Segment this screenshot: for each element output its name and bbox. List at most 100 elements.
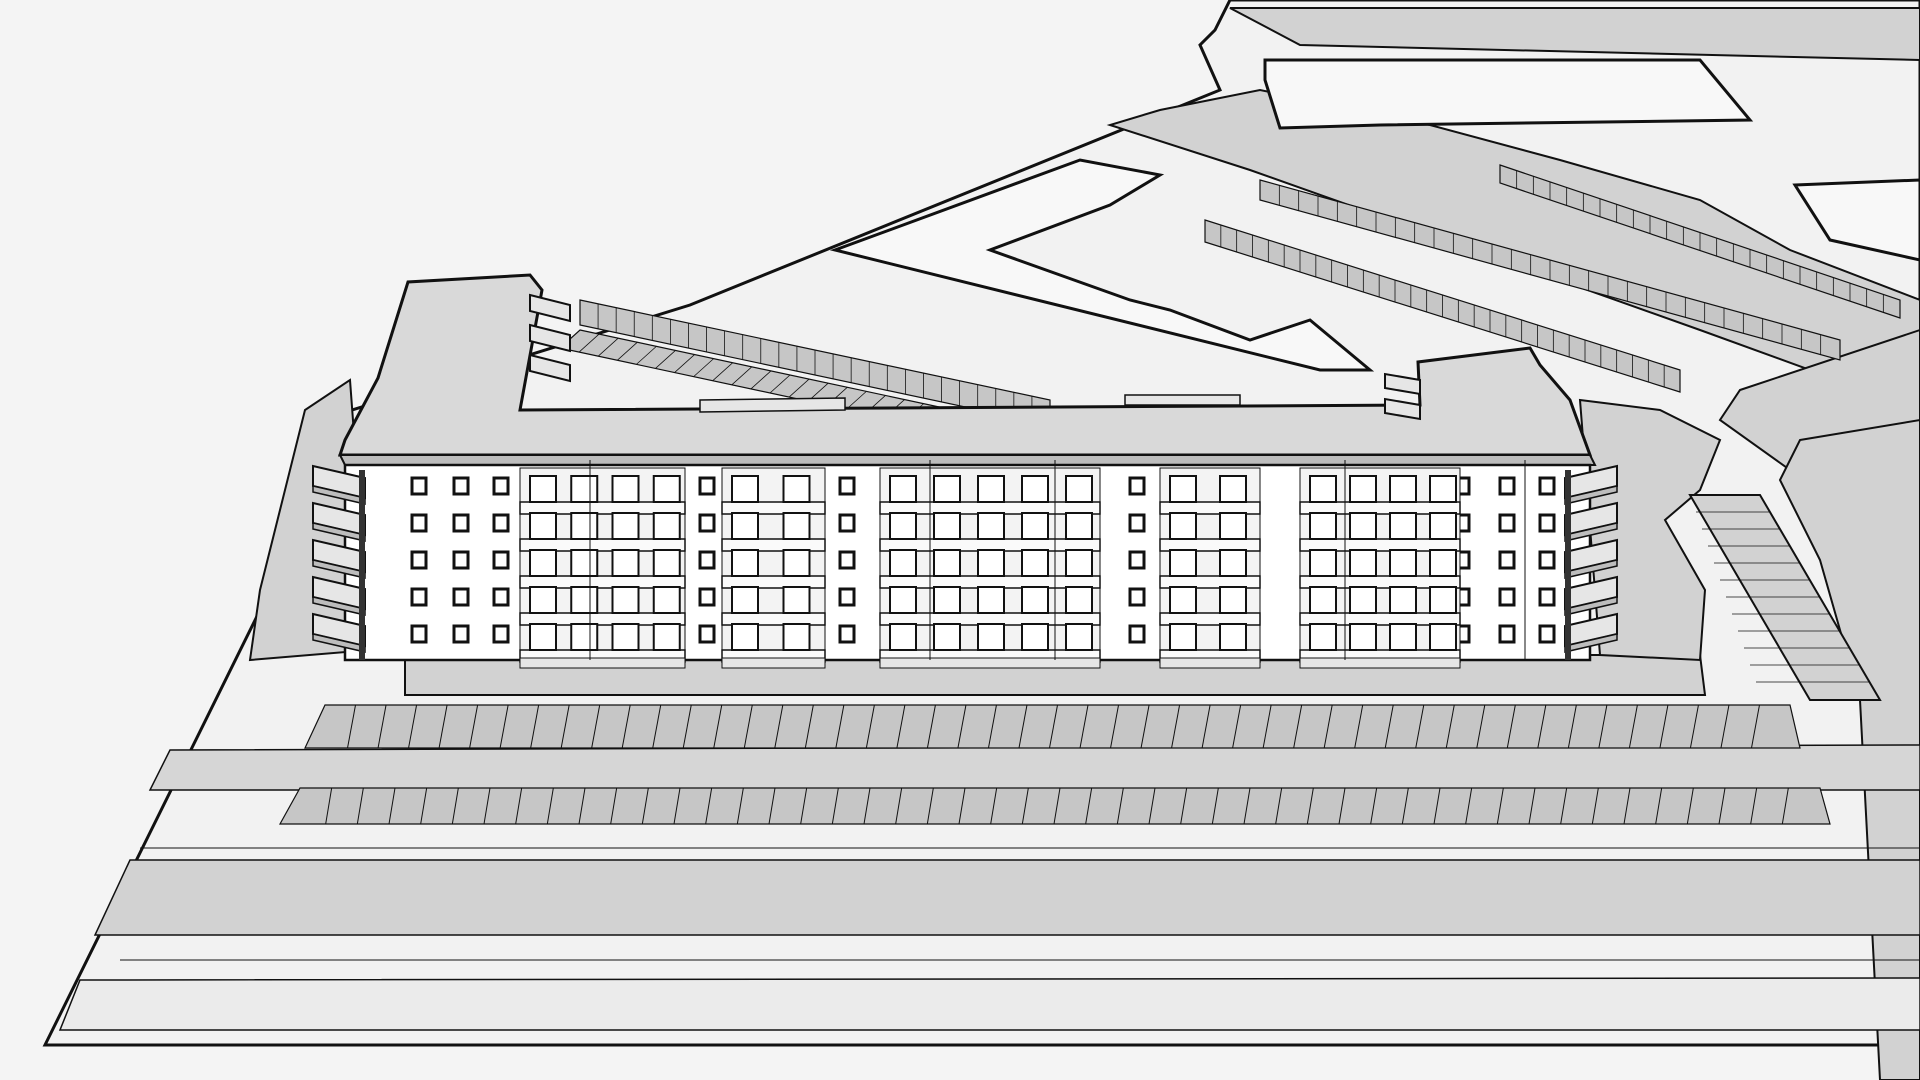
balcony-door [782,586,811,614]
parking-stall-line [831,787,839,825]
balcony-door [1219,586,1247,614]
parking-stall-line [438,704,448,749]
parking-stall-line [621,704,631,749]
window [410,624,428,644]
balcony-door [731,475,759,503]
balcony-door [611,623,640,651]
window [452,550,470,570]
parking-stall-line [1655,787,1663,825]
balcony-door [1429,586,1457,614]
parking-stall-line [546,787,554,825]
window [698,624,716,644]
balcony-door [611,512,640,540]
roof-parapet [338,454,1597,466]
parking-stall-line [788,378,810,398]
window [410,476,428,496]
balcony-door [1169,586,1197,614]
parking-stall-line [636,346,657,365]
balcony-door [570,549,599,577]
balcony-door [889,623,917,651]
parking-stall-line [1201,704,1211,749]
window [1128,476,1146,496]
balcony-door [1021,623,1049,651]
parking-stall-line [926,787,934,825]
window [1538,513,1556,533]
balcony-door [731,549,759,577]
window [492,513,510,533]
window [838,476,856,496]
balcony-door [933,512,961,540]
balcony-door [1065,586,1093,614]
window [698,550,716,570]
street-main [148,744,1920,791]
parking-stall-line [610,787,618,825]
balcony-door [1429,475,1457,503]
sidewalk-bottom [58,977,1920,1031]
parking-stall-line [1496,787,1504,825]
parking-stall-line [1079,704,1089,749]
parking-stall-line [674,354,695,373]
balcony-door [1169,475,1197,503]
balcony-door [529,549,557,577]
balcony-door [889,549,917,577]
parking-stall-line [705,787,713,825]
parking-stall-line [990,787,998,825]
balcony-door [652,512,681,540]
parking-stall-line [1338,787,1346,825]
balcony-base [1159,657,1261,669]
parking-stall-line [1718,787,1726,825]
apartment-building [312,273,1618,669]
parking-stall-line [1053,787,1061,825]
front-parking-rows [278,704,1831,825]
balcony-slab [721,538,826,552]
balcony-door [570,586,599,614]
parking-stall-line [693,358,714,377]
balcony-door [570,512,599,540]
window [1128,587,1146,607]
balcony-door [731,623,759,651]
balcony-door [529,475,557,503]
window [1538,550,1556,570]
parking-stall-line [1720,704,1730,749]
window [698,513,716,533]
parking-stall-line [731,366,753,386]
window [1538,587,1556,607]
balcony-door [731,586,759,614]
balcony-door [611,586,640,614]
roof-stair-core [699,397,846,413]
parking-stall-line [1306,787,1314,825]
parking-stall-line [673,787,681,825]
parking-stall-line [1415,704,1425,749]
parking-stall-line [800,787,808,825]
window [410,587,428,607]
parking-stall-line [863,787,871,825]
parking-stall-line [591,704,601,749]
road-top-strip [1229,7,1920,62]
balcony-slab [721,612,826,626]
parking-stall-line [1506,704,1516,749]
balcony-door [1219,475,1247,503]
window [492,624,510,644]
parking-stall-line [1021,787,1029,825]
balcony-door [1021,549,1049,577]
parking-stall-line [356,787,364,825]
balcony-slab [1299,612,1461,626]
parking-stall-line [1528,787,1536,825]
balcony-door [1429,549,1457,577]
balcony-door [570,475,599,503]
parking-stall-line [713,704,723,749]
balcony-door [611,549,640,577]
balcony-door [782,475,811,503]
balcony-door [977,475,1005,503]
balcony-door [1349,475,1377,503]
window [452,513,470,533]
parking-stall-line [1750,787,1758,825]
balcony-door [652,586,681,614]
window [1128,513,1146,533]
parking-stall-line [499,704,509,749]
parking-stall-line [682,704,692,749]
balcony-door [570,623,599,651]
balcony-door [1349,586,1377,614]
